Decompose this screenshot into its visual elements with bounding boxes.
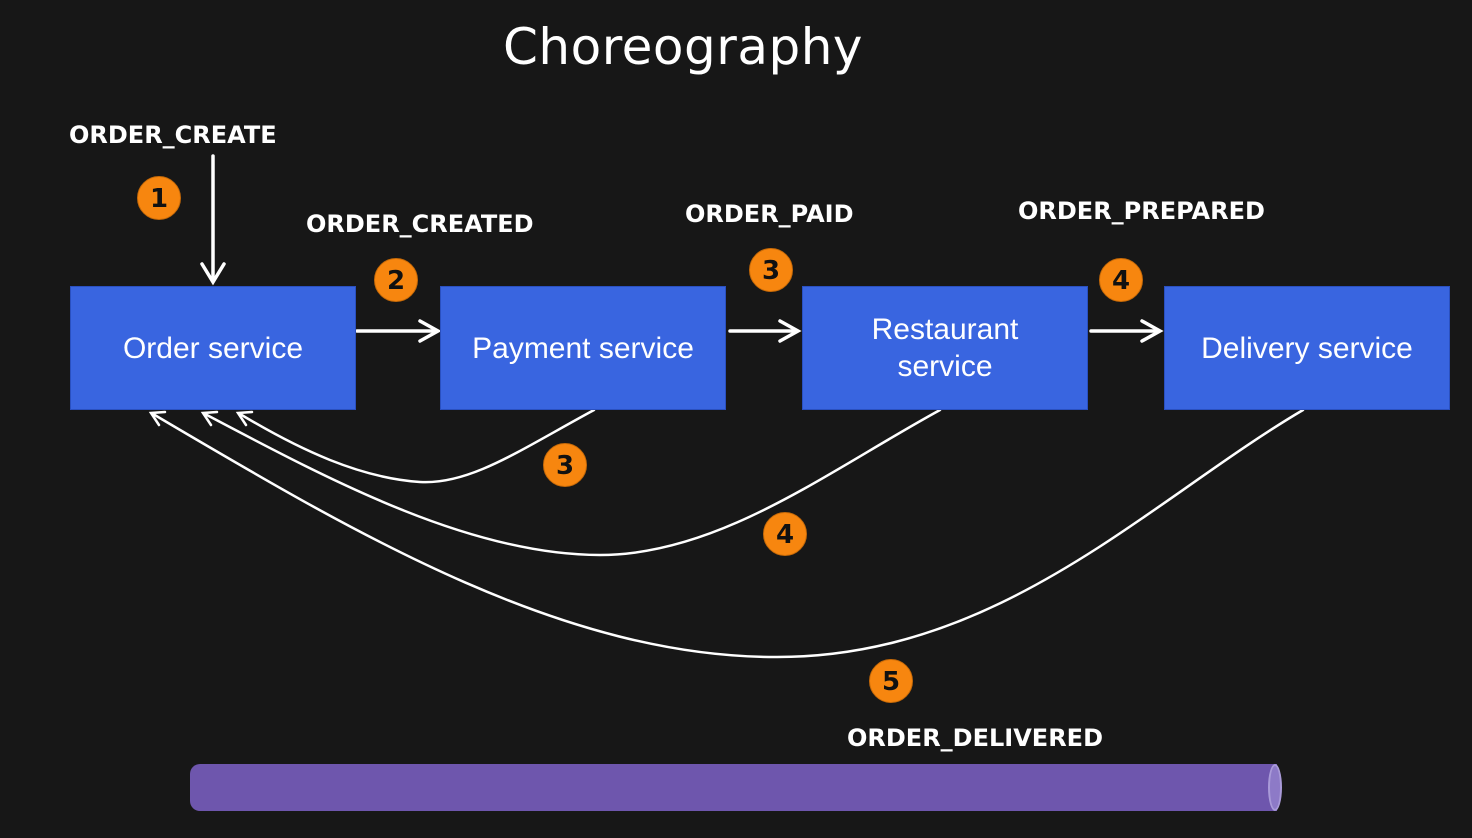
event-label-order-delivered: ORDER_DELIVERED <box>847 724 1103 752</box>
diagram-title: Choreography <box>503 18 863 76</box>
order-service-label: Order service <box>122 331 304 365</box>
event-bus-end-cap <box>1268 764 1282 811</box>
payment-service-box: Payment service <box>440 286 726 410</box>
order-create-arrowhead <box>200 262 226 286</box>
step-badge-3-return: 3 <box>543 443 587 487</box>
order-service-box: Order service <box>70 286 356 410</box>
event-label-order-created: ORDER_CREATED <box>306 210 534 238</box>
payment-return-curve <box>238 408 596 484</box>
order-to-payment-arrowhead <box>418 319 442 343</box>
step-badge-1: 1 <box>137 176 181 220</box>
step-badge-3-forward: 3 <box>749 248 793 292</box>
event-bus <box>190 764 1277 811</box>
step-badge-5-return: 5 <box>869 659 913 703</box>
restaurant-to-delivery-arrowhead <box>1140 319 1164 343</box>
restaurant-return-curve <box>203 408 942 557</box>
restaurant-service-label: Restaurant service <box>871 313 1019 383</box>
payment-to-restaurant-arrowhead <box>778 319 802 343</box>
event-label-order-prepared: ORDER_PREPARED <box>1018 197 1265 225</box>
delivery-return-arrowhead <box>148 410 167 427</box>
payment-return-arrowhead <box>235 410 254 427</box>
restaurant-service-box: Restaurant service <box>802 286 1088 410</box>
step-badge-4-return: 4 <box>763 512 807 556</box>
delivery-service-box: Delivery service <box>1164 286 1450 410</box>
step-badge-4-forward: 4 <box>1099 258 1143 302</box>
payment-service-label: Payment service <box>472 331 694 365</box>
step-badge-2: 2 <box>374 258 418 302</box>
restaurant-return-arrowhead <box>200 410 219 427</box>
event-label-order-paid: ORDER_PAID <box>685 200 854 228</box>
delivery-return-curve <box>151 408 1305 659</box>
event-label-order-create: ORDER_CREATE <box>69 121 277 149</box>
delivery-service-label: Delivery service <box>1201 331 1413 365</box>
